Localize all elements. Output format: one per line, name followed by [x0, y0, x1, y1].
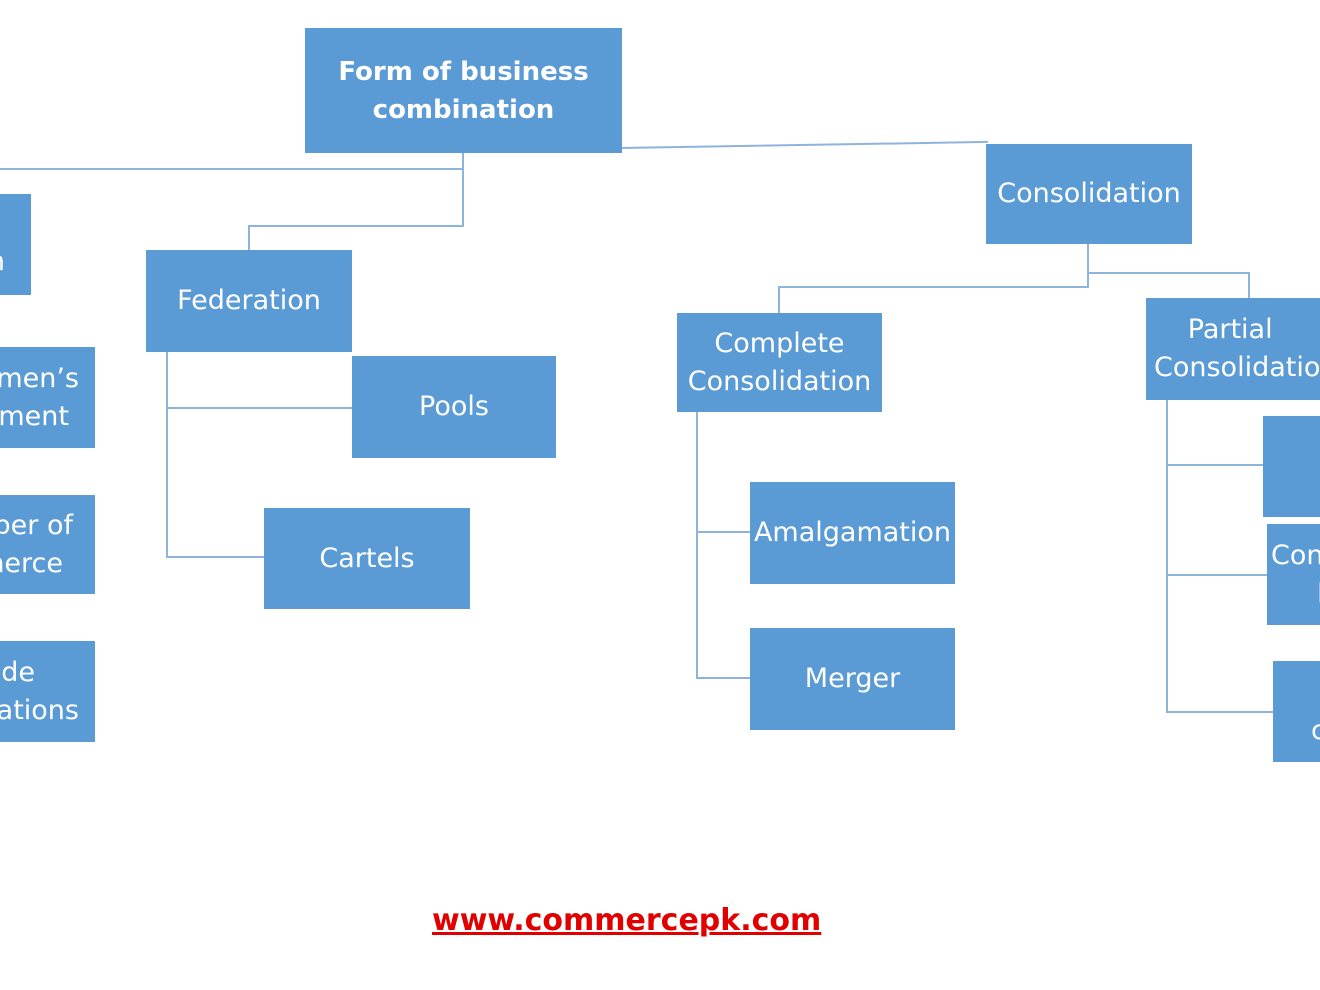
partial-child-2-line2: I [1317, 575, 1320, 613]
left-branch-item-1-line2: ment [0, 400, 69, 432]
partial-child-1-node [1263, 416, 1320, 517]
connector-partial-child-3 [1166, 711, 1274, 713]
connector-to-amalgamation [696, 531, 752, 533]
consolidation-label: Consolidation [997, 178, 1181, 209]
connector-root-down [462, 153, 464, 227]
connector-to-merger [696, 677, 752, 679]
pools-node: Pools [352, 356, 556, 458]
amalgamation-node: Amalgamation [750, 482, 955, 584]
partial-consolidation-node: Partial Consolidatio [1146, 298, 1320, 400]
cartels-label: Cartels [319, 542, 415, 574]
root-node-line1: Form of business [338, 56, 589, 87]
connector-partial-child-1 [1166, 464, 1264, 466]
connector-consolidation-down [1087, 244, 1089, 288]
connector-partial-trunk [1166, 400, 1168, 713]
connector-root-consolidation [621, 140, 988, 149]
connector-root-federation [248, 225, 464, 227]
federation-node: Federation [146, 250, 352, 352]
connector-partial-up [1248, 272, 1250, 299]
partial-child-3-line2: c [1311, 714, 1320, 746]
connector-partial-bar [1087, 272, 1249, 274]
left-branch-top-label: n [0, 243, 5, 281]
left-branch-item-3: de ations [0, 641, 95, 742]
connector-complete-trunk [696, 412, 698, 679]
partial-consolidation-line1: Partial [1187, 314, 1273, 345]
left-branch-item-1-line1: men’s [0, 362, 79, 394]
left-branch-item-3-line1: de [1, 656, 35, 688]
connector-partial-child-2 [1166, 574, 1268, 576]
partial-child-2-line1: Con [1271, 539, 1320, 571]
merger-label: Merger [804, 663, 901, 694]
complete-consolidation-line2: Consolidation [687, 365, 872, 397]
partial-child-3-node: c [1273, 661, 1320, 762]
website-link[interactable]: www.commercepk.com [432, 903, 822, 938]
complete-consolidation-line1: Complete [714, 327, 845, 359]
left-branch-item-2-line2: nerce [0, 547, 63, 579]
pools-label: Pools [419, 391, 489, 422]
left-branch-top-node: n [0, 194, 31, 295]
partial-child-2-node: Con I [1267, 524, 1320, 625]
root-node: Form of business combination [305, 28, 622, 153]
connector-complete-up [778, 286, 780, 314]
connector-to-cartels [166, 556, 266, 558]
connector-federation-up [248, 225, 250, 251]
connector-root-left [0, 168, 464, 170]
connector-federation-trunk [166, 352, 168, 558]
left-branch-item-3-line2: ations [0, 694, 79, 726]
left-branch-item-1: men’s ment [0, 347, 95, 448]
federation-label: Federation [177, 285, 321, 316]
partial-consolidation-line2: Consolidatio [1154, 352, 1320, 383]
merger-node: Merger [750, 628, 955, 730]
connector-to-pools [166, 407, 352, 409]
root-node-line2: combination [372, 94, 555, 125]
consolidation-node: Consolidation [986, 144, 1192, 244]
connector-consolidation-bar [778, 286, 1089, 288]
amalgamation-label: Amalgamation [753, 517, 952, 548]
cartels-node: Cartels [264, 508, 470, 609]
left-branch-item-2: ber of nerce [0, 495, 95, 594]
complete-consolidation-node: Complete Consolidation [677, 313, 882, 412]
left-branch-item-2-line1: ber of [0, 509, 73, 541]
